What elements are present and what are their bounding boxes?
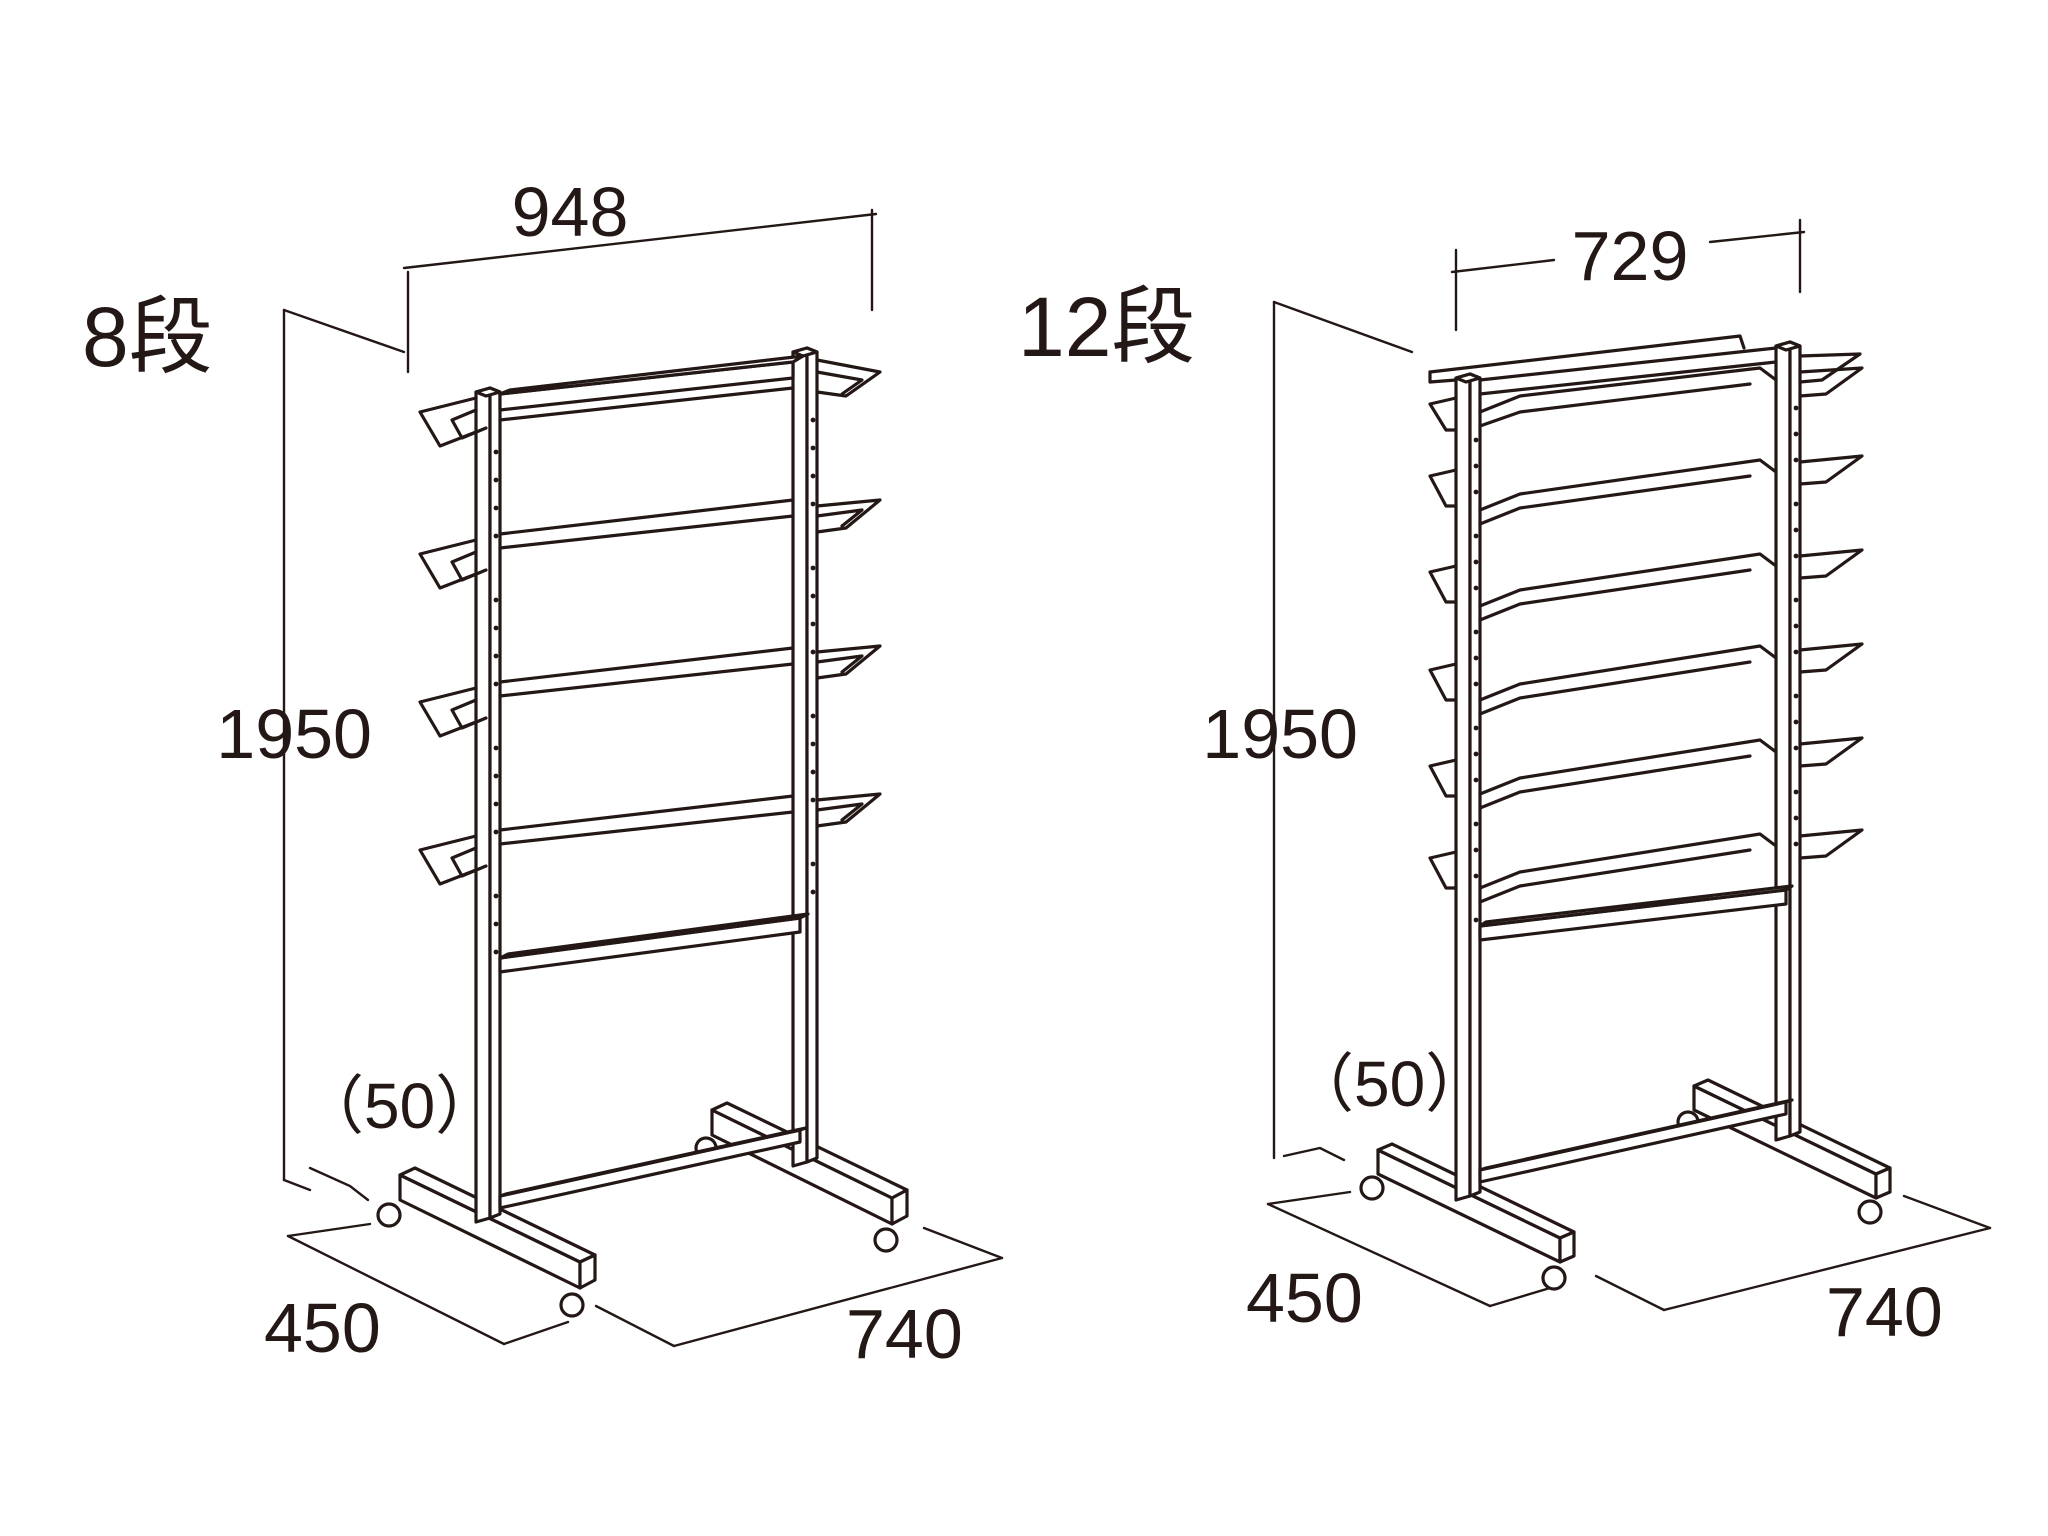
bottom-stretcher	[1478, 1098, 1794, 1184]
rack-12-tier: 12段 729 1950 （50） 450 740	[1018, 217, 1992, 1351]
top-rail	[1428, 334, 1862, 396]
lower-beam	[498, 912, 810, 974]
dim-lines-right	[1266, 218, 1992, 1312]
shoe-tier-3	[418, 644, 882, 738]
depth-dimension: 450	[1246, 1259, 1363, 1337]
shoe-tier-1	[418, 358, 882, 448]
shoe-tier-4	[418, 792, 882, 886]
shoe-tier-2	[1428, 454, 1864, 526]
post-right	[791, 346, 819, 1168]
clearance-dimension: （50）	[1290, 1048, 1489, 1120]
shoe-tier-6	[1428, 828, 1864, 904]
clearance-dimension: （50）	[300, 1070, 499, 1142]
base-dimension: 740	[1826, 1273, 1943, 1351]
dim-lines-left	[282, 208, 1004, 1348]
width-dimension: 729	[1572, 217, 1689, 295]
width-dimension: 948	[512, 173, 629, 251]
bottom-stretcher	[498, 1126, 808, 1210]
title-12-tier: 12段	[1018, 280, 1195, 374]
depth-dimension: 450	[264, 1289, 381, 1367]
shoe-tier-1	[1428, 366, 1864, 432]
shoe-tier-3	[1428, 548, 1864, 622]
rack-8-tier: 8段 948 1950 （50） 450 740	[82, 173, 1004, 1373]
shoe-tier-2	[418, 498, 882, 590]
post-left	[474, 386, 502, 1224]
shoe-tier-5	[1428, 736, 1864, 810]
post-holes	[493, 417, 816, 955]
title-8-tier: 8段	[82, 290, 213, 384]
top-beam	[498, 354, 805, 412]
post-right	[1774, 340, 1802, 1142]
lower-beam	[1478, 884, 1794, 942]
shoe-tier-4	[1428, 642, 1864, 716]
height-dimension: 1950	[1202, 695, 1358, 773]
base-dimension: 740	[846, 1295, 963, 1373]
post-left	[1454, 372, 1482, 1202]
height-dimension: 1950	[216, 695, 372, 773]
post-holes	[1473, 405, 1799, 923]
